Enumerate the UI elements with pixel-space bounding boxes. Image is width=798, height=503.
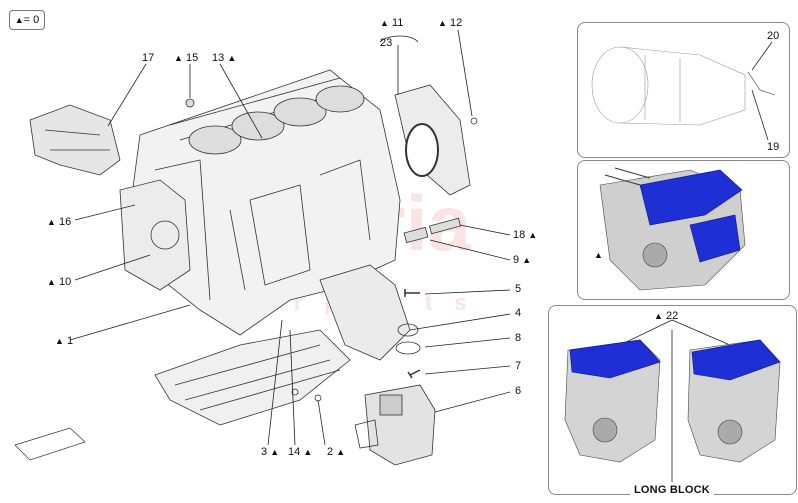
triangle-icon: ▲: [594, 250, 603, 260]
callout-13-number: 13: [212, 52, 225, 64]
triangle-icon: ▲: [522, 255, 532, 265]
triangle-icon: ▲: [55, 336, 64, 346]
callout-19: 19: [767, 141, 780, 153]
triangle-icon: ▲: [380, 18, 389, 28]
callout-3: 3 ▲: [261, 446, 279, 459]
callout-1: ▲ 1: [55, 335, 73, 348]
triangle-icon: ▲: [14, 15, 24, 25]
callout-1-number: 1: [66, 335, 74, 347]
callout-22-number: 22: [665, 310, 679, 322]
callout-8: 8: [515, 332, 522, 344]
legend-text: = 0: [23, 14, 40, 26]
callout-16: ▲ 16: [47, 216, 71, 229]
transmission-drawing: [591, 46, 776, 126]
triangle-icon: ▲: [303, 447, 313, 457]
triangle-icon: ▲: [47, 277, 56, 287]
triangle-icon: ▲: [528, 230, 538, 240]
engine-mount-bracket: [29, 104, 121, 176]
callout-engine-assembly: ▲: [594, 249, 603, 262]
triangle-icon: ▲: [227, 53, 237, 63]
callout-3-number: 3: [261, 446, 268, 458]
callout-10-number: 10: [58, 276, 72, 288]
front-cover: [119, 179, 191, 291]
callout-23: 23: [380, 37, 393, 49]
callout-18: 18 ▲: [513, 229, 537, 242]
callout-18-number: 18: [513, 229, 526, 241]
callout-22: ▲ 22: [654, 310, 678, 323]
callout-16-number: 16: [58, 216, 72, 228]
callout-4: 4: [515, 307, 522, 319]
callout-14-number: 14: [288, 446, 301, 458]
triangle-icon: ▲: [336, 447, 346, 457]
callout-11-number: 11: [391, 17, 404, 29]
triangle-icon: ▲: [174, 53, 183, 63]
callout-5: 5: [515, 283, 522, 295]
triangle-icon: ▲: [438, 18, 447, 28]
callout-7: 7: [515, 360, 522, 372]
callout-13: 13 ▲: [212, 52, 236, 65]
callout-20: 20: [767, 30, 780, 42]
callout-15-number: 15: [185, 52, 199, 64]
callout-9-number: 9: [513, 254, 520, 266]
triangle-icon: ▲: [270, 447, 280, 457]
legend-box: ▲= 0: [9, 10, 45, 30]
callout-17: 17: [142, 52, 155, 64]
callout-9: 9 ▲: [513, 254, 531, 267]
callout-14: 14 ▲: [288, 446, 312, 459]
triangle-icon: ▲: [47, 217, 56, 227]
triangle-icon: ▲: [654, 311, 663, 321]
long-block-title: LONG BLOCK: [630, 484, 714, 496]
callout-12: ▲ 12: [438, 17, 462, 30]
oil-baffle: [154, 329, 351, 426]
callout-11: ▲ 11: [380, 17, 403, 30]
callout-2: 2 ▲: [327, 446, 345, 459]
callout-15: ▲ 15: [174, 52, 198, 65]
callout-6: 6: [515, 385, 522, 397]
engine-assembly-drawing: [599, 167, 746, 291]
callout-12-number: 12: [449, 17, 463, 29]
transmission-panel: [577, 22, 790, 158]
callout-2-number: 2: [327, 446, 334, 458]
callout-10: ▲ 10: [47, 276, 71, 289]
long-block-drawings: [564, 339, 781, 463]
